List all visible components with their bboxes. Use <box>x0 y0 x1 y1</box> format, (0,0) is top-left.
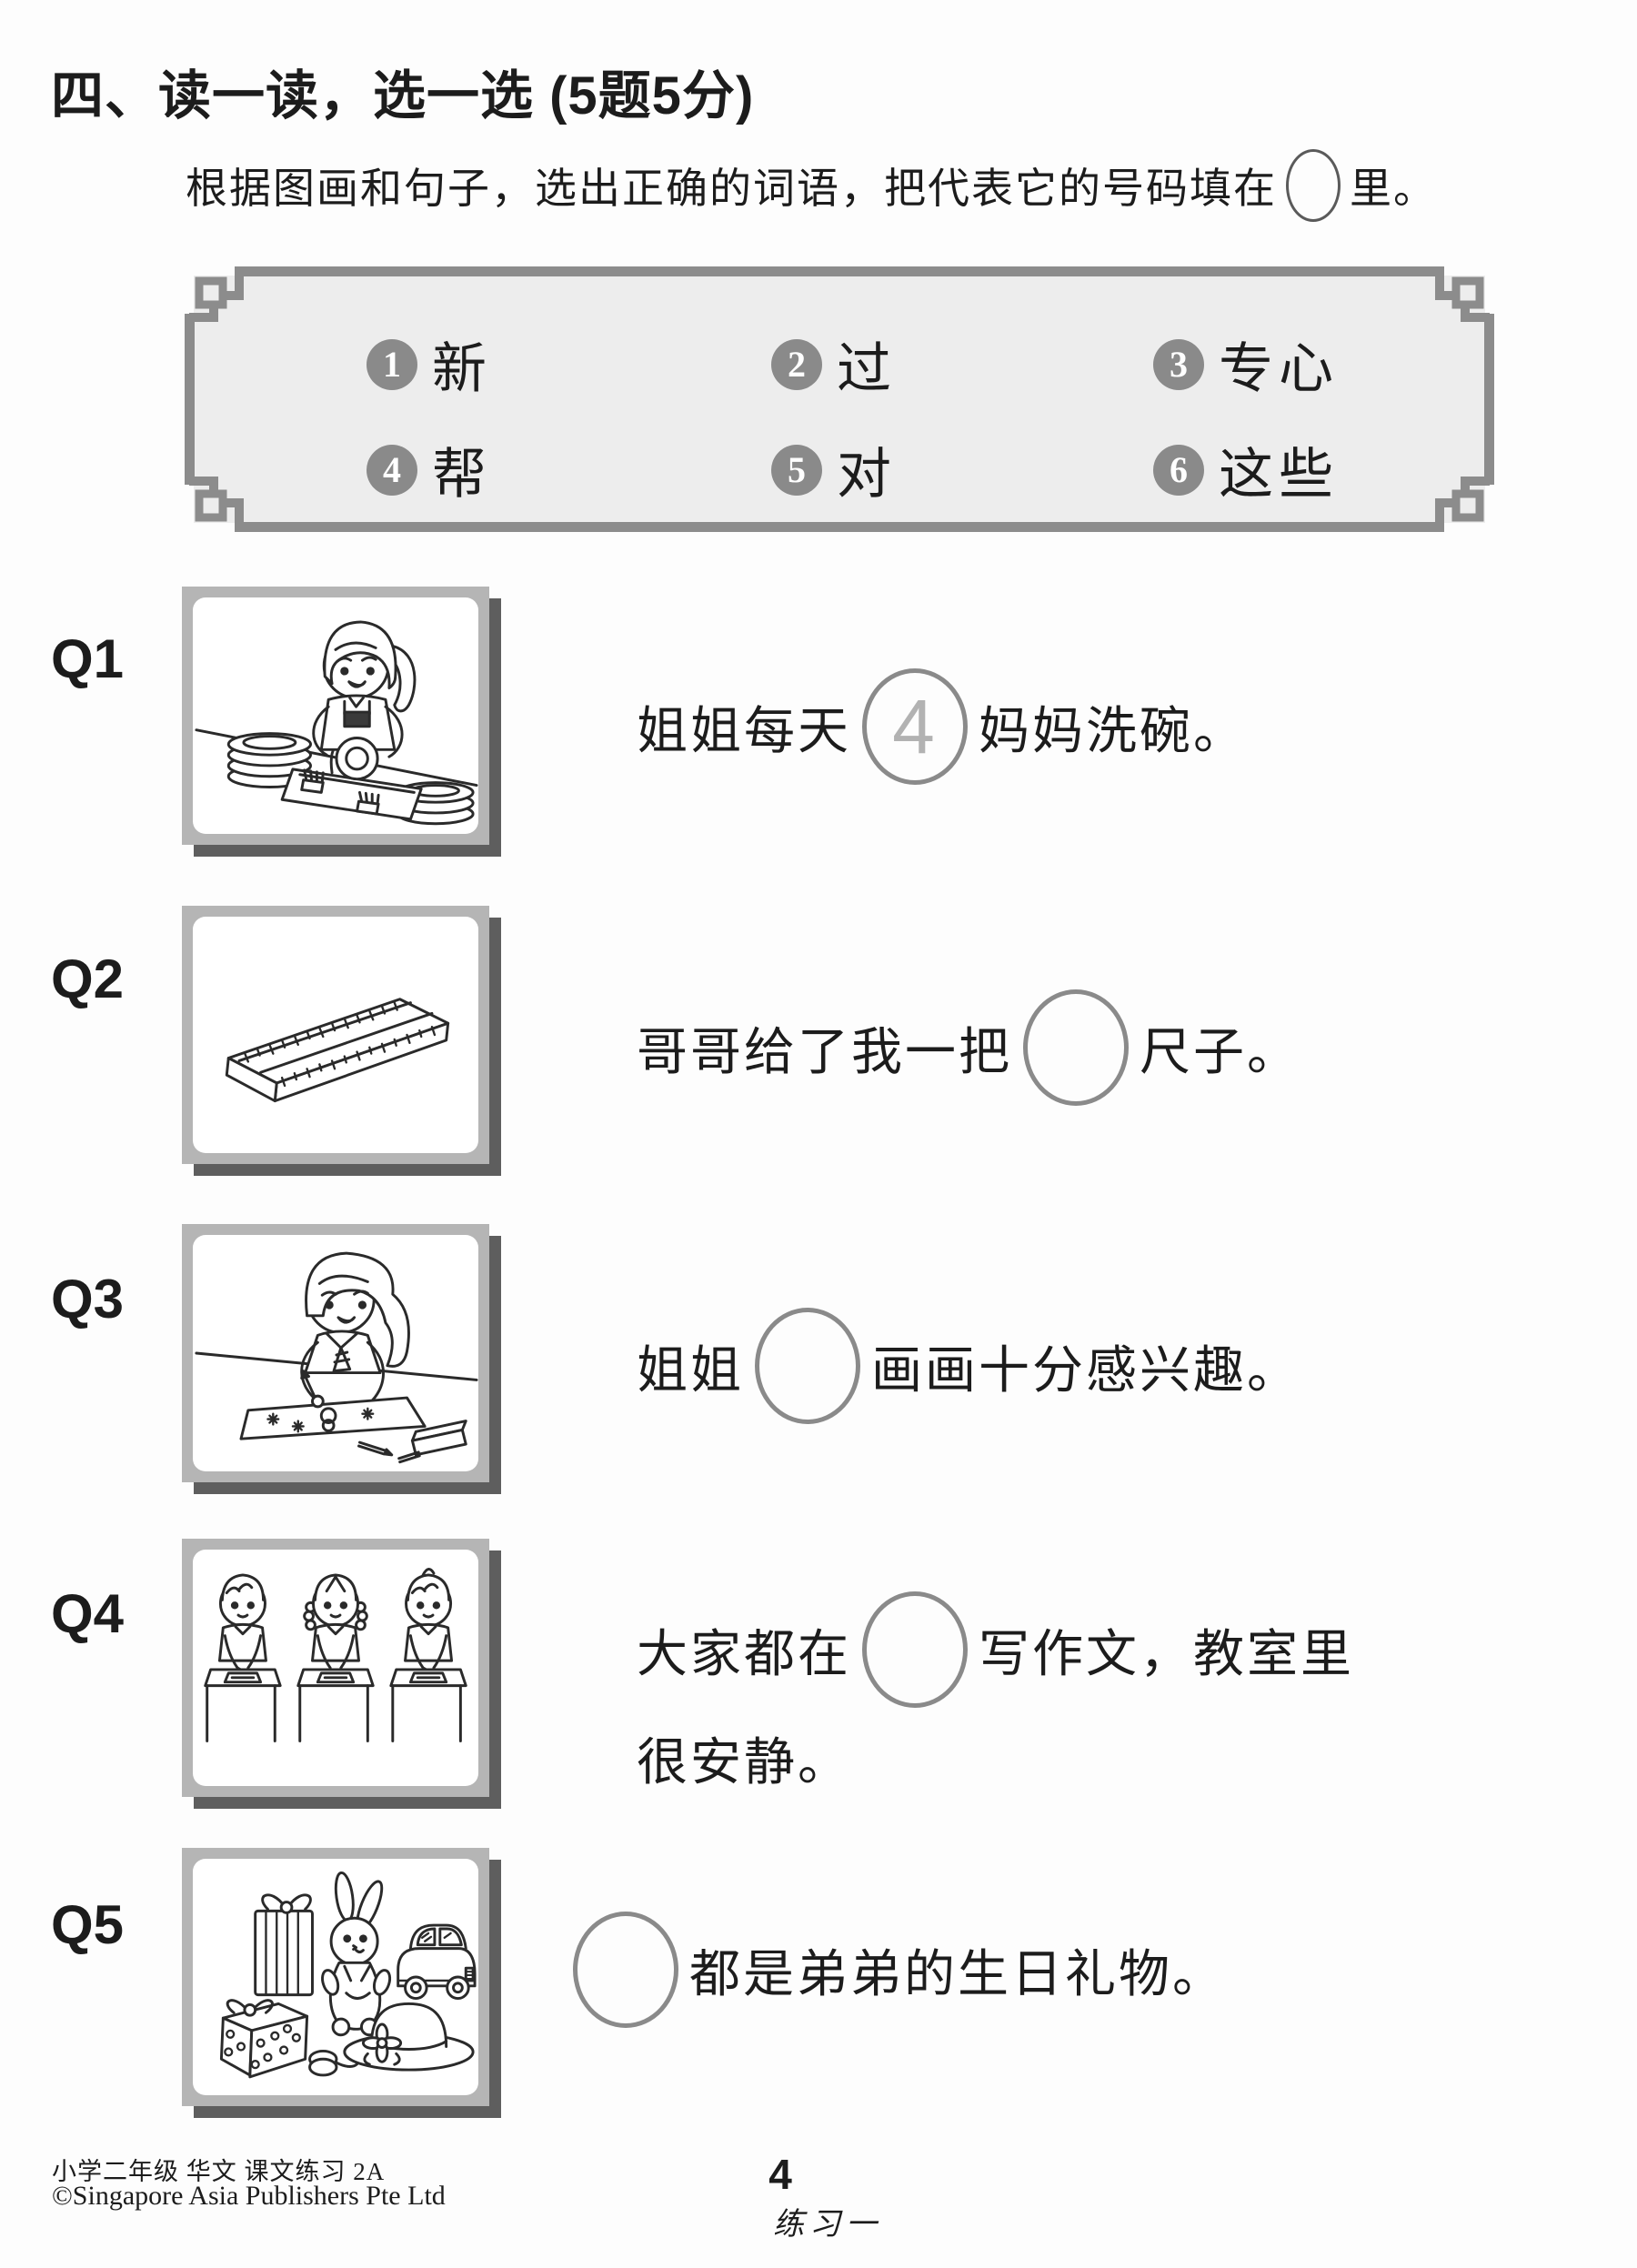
number-badge-4: 4 <box>367 444 417 496</box>
instruction-prefix: 根据图画和句子，选出正确的词语，把代表它的号码填在 <box>186 166 1277 212</box>
q2-text-post: 尺子。 <box>1140 1024 1301 1081</box>
q5-answer-circle[interactable] <box>573 1912 678 2028</box>
q2-image <box>182 906 489 1164</box>
word-option: 帮 <box>432 445 492 505</box>
question-label-q2: Q2 <box>51 948 125 1009</box>
footer-exercise-label: 练习一 <box>773 2208 882 2242</box>
q1-image <box>182 587 489 845</box>
section-title: 四、读一读，选一选 (5题5分) <box>51 66 755 125</box>
word-bank-item-3: 3 专心 <box>1153 325 1339 404</box>
q2-sentence: 哥哥给了我一把 尺子。 <box>637 989 1301 1106</box>
q2-text-pre: 哥哥给了我一把 <box>637 1024 1012 1081</box>
q4-image <box>182 1539 489 1797</box>
q1-answer-circle[interactable]: 4 <box>862 668 968 785</box>
q3-image <box>182 1224 489 1482</box>
number-badge-2: 2 <box>771 338 822 390</box>
q5-text-post: 都是弟弟的生日礼物。 <box>689 1946 1226 2003</box>
q4-answer-circle[interactable] <box>862 1591 968 1708</box>
q3-text-pre: 姐姐 <box>637 1342 744 1400</box>
word-option: 过 <box>837 339 897 399</box>
students-writing-illustration <box>204 1568 467 1742</box>
word-option: 对 <box>837 445 897 505</box>
q5-sentence: 都是弟弟的生日礼物。 <box>562 1912 1226 2028</box>
question-label-q5: Q5 <box>51 1894 125 1955</box>
page-number: 4 <box>768 2151 792 2198</box>
word-bank-item-5: 5 对 <box>771 430 897 509</box>
question-label-q1: Q1 <box>51 628 125 689</box>
word-bank: 1 新 2 过 3 专心 4 帮 5 对 6 这些 <box>185 266 1494 532</box>
q1-text-post: 妈妈洗碗。 <box>979 703 1247 760</box>
number-badge-1: 1 <box>367 338 417 390</box>
q4-text-pre: 大家都在 <box>637 1626 851 1683</box>
ruler-illustration <box>225 998 450 1103</box>
q1-text-pre: 姐姐每天 <box>637 703 851 760</box>
instruction-line: 根据图画和句子，选出正确的词语，把代表它的号码填在 里。 <box>186 149 1437 222</box>
word-bank-item-1: 1 新 <box>367 325 492 404</box>
girl-washing-dishes-illustration <box>195 620 478 826</box>
q2-answer-circle[interactable] <box>1023 989 1129 1106</box>
footer-book-title: 小学二年级 华文 课文练习 2A <box>52 2158 386 2185</box>
number-badge-3: 3 <box>1153 338 1204 390</box>
q4-sentence-line2: 很安静。 <box>637 1735 851 1791</box>
word-bank-item-6: 6 这些 <box>1153 430 1339 509</box>
question-label-q4: Q4 <box>51 1583 125 1644</box>
girl-drawing-illustration <box>195 1251 478 1464</box>
word-bank-item-2: 2 过 <box>771 325 897 404</box>
blank-circle-icon <box>1286 149 1341 222</box>
q3-answer-circle[interactable] <box>755 1308 860 1424</box>
word-option: 专心 <box>1219 339 1339 399</box>
footer-copyright: ©Singapore Asia Publishers Pte Ltd <box>52 2181 446 2211</box>
q1-sentence: 姐姐每天 4 妈妈洗碗。 <box>637 668 1247 785</box>
word-option: 新 <box>432 339 492 399</box>
q4-text-post: 写作文，教室里 <box>979 1626 1354 1683</box>
q5-image <box>182 1848 489 2106</box>
q3-sentence: 姐姐 画画十分感兴趣。 <box>637 1308 1301 1424</box>
instruction-suffix: 里。 <box>1350 166 1437 212</box>
word-option: 这些 <box>1219 445 1339 505</box>
number-badge-6: 6 <box>1153 444 1204 496</box>
birthday-presents-illustration <box>219 1871 477 2079</box>
q3-text-post: 画画十分感兴趣。 <box>871 1342 1301 1400</box>
question-label-q3: Q3 <box>51 1269 125 1330</box>
q4-sentence-line1: 大家都在 写作文，教室里 <box>637 1591 1354 1708</box>
number-badge-5: 5 <box>771 444 822 496</box>
word-bank-item-4: 4 帮 <box>367 430 492 509</box>
